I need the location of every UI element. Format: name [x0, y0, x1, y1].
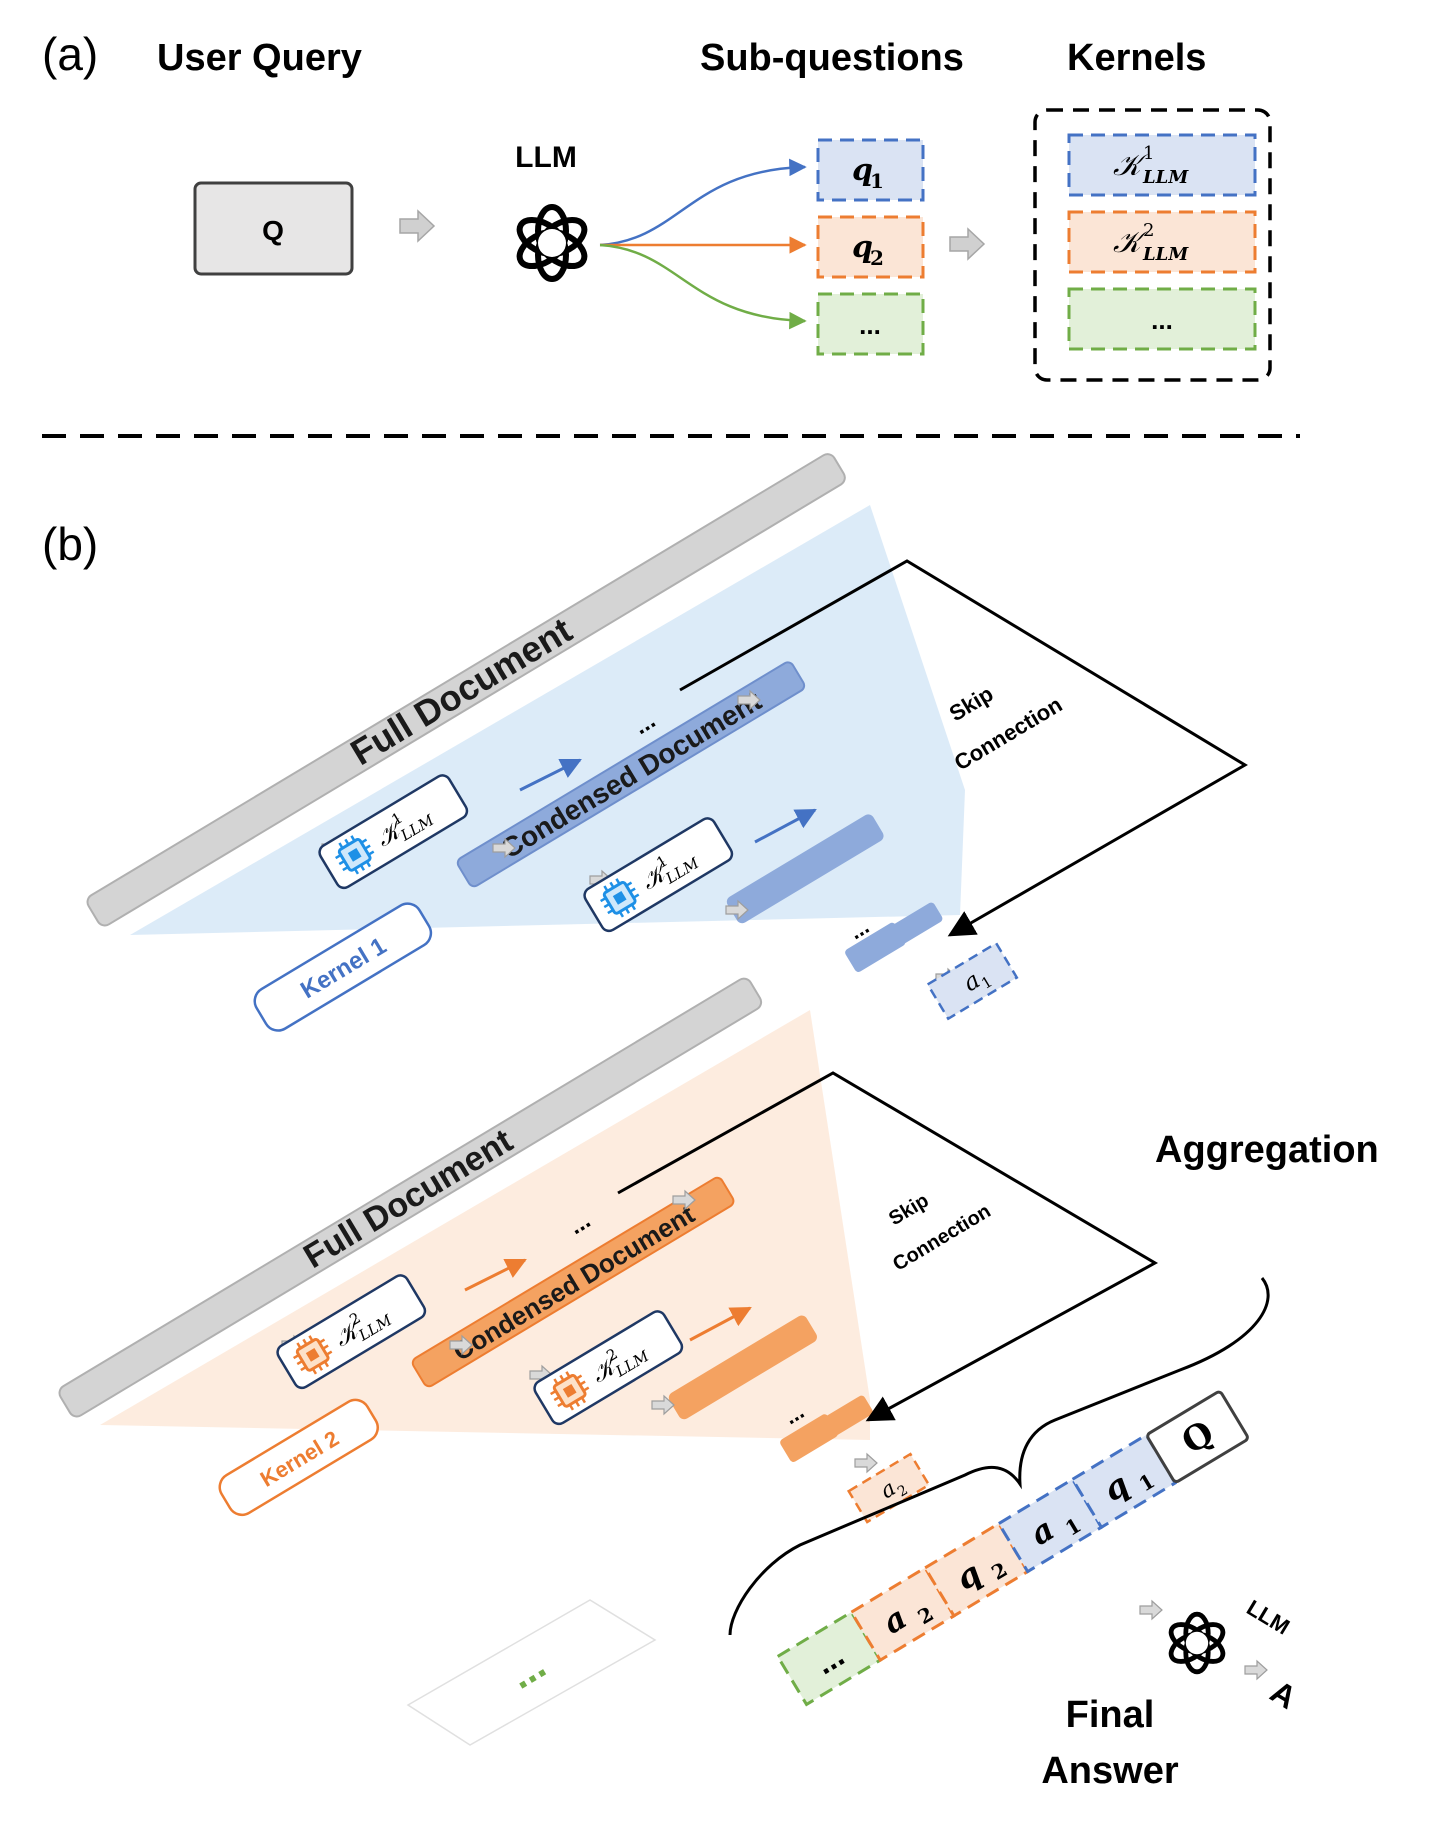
- small-arrow-icon: [854, 1453, 878, 1473]
- kernel-sup: 2: [1143, 220, 1154, 241]
- gray-arrow-icon: [949, 228, 985, 260]
- skip-connection-arrow: [679, 559, 1248, 937]
- subquestion-sub: 1: [870, 169, 884, 193]
- final-answer-line1: Final: [1066, 1694, 1155, 1736]
- gray-arrow-icon: [399, 210, 435, 242]
- subquestion-box: ...: [816, 292, 925, 356]
- small-arrow-icon: [1139, 1600, 1163, 1620]
- llm-label: LLM: [515, 141, 577, 174]
- aggregation-label: Aggregation: [1155, 1129, 1379, 1171]
- kernel-2-chip: 𝒦 2 LLM: [276, 1274, 427, 1390]
- kernel-ellipsis: ...: [1151, 305, 1173, 335]
- subquestion-base: q: [852, 153, 873, 188]
- subquestion-sub: 2: [870, 246, 884, 270]
- panel-a-label: (a): [42, 28, 98, 80]
- subquestion-base: q: [852, 230, 873, 265]
- user-query-heading: User Query: [157, 37, 362, 79]
- final-llm-label: LLM: [1242, 1595, 1294, 1640]
- subquestion-box: q2: [816, 215, 925, 279]
- kernel-2-block-a: [668, 1315, 817, 1420]
- skip-connection-arrow: [617, 1071, 1159, 1422]
- kernel-2-chip-2: 𝒦 2 LLM: [533, 1310, 684, 1426]
- kernel-sub: LLM: [1142, 244, 1189, 265]
- kernel-box: ...: [1067, 287, 1257, 351]
- flow-arrow-icon: [689, 1306, 752, 1342]
- kernels-heading: Kernels: [1067, 37, 1206, 79]
- kernel-2-pipeline: Full Document Condensed Document ... ...…: [58, 977, 1159, 1524]
- final-output: A: [1264, 1673, 1302, 1716]
- kernel-sub: LLM: [1142, 167, 1189, 188]
- subquestion-base: ...: [859, 310, 881, 340]
- flow-arrow-icon: [464, 1258, 527, 1292]
- aggregation-brace: [728, 1277, 1270, 1636]
- skip-connection-label-line1: Skip: [945, 681, 998, 726]
- panel-a: (a) User Query Sub-questions Kernels Q L…: [42, 28, 1272, 382]
- kernel-1-block-a: [726, 814, 884, 924]
- skip-connection-label-line1: Skip: [885, 1190, 933, 1231]
- query-box-label: Q: [262, 215, 284, 246]
- kernel-2-fan: [100, 1010, 870, 1440]
- panel-b-label: (b): [42, 518, 98, 570]
- subquestion-box: q1: [816, 138, 925, 202]
- kernel-1-pipeline: Full Document Condensed Document ... ...…: [86, 453, 1248, 1032]
- arrow-to-q-more: [599, 243, 807, 330]
- arrow-to-q1: [599, 158, 807, 247]
- answer-a1: a 1: [925, 941, 1019, 1021]
- kernel-2-block-b: [780, 1414, 838, 1462]
- kernel-1-block-c: [891, 902, 943, 945]
- flow-arrow-icon: [519, 758, 582, 792]
- small-arrow-icon: [1244, 1660, 1268, 1680]
- query-box: Q: [193, 181, 354, 276]
- final-answer-line2: Answer: [1041, 1750, 1178, 1792]
- answer-a2: a 2: [846, 1452, 931, 1524]
- kernels-container: [1033, 108, 1272, 382]
- subquestion-list: q1q2...: [816, 138, 925, 356]
- kernel-2-block-c: [823, 1395, 873, 1437]
- kernel-sup: 1: [1143, 143, 1154, 164]
- subquestions-heading: Sub-questions: [700, 37, 964, 79]
- sequence-item: ...: [775, 1610, 883, 1707]
- openai-logo-icon: [514, 207, 590, 279]
- more-kernels: ...: [406, 1599, 657, 1746]
- flow-arrow-icon: [754, 808, 817, 844]
- kernel-1-fan: [130, 505, 965, 935]
- kernel-1-block-b: [845, 922, 906, 972]
- final-openai-logo-icon: [1166, 1614, 1227, 1672]
- sequence-item: Q: [1146, 1390, 1249, 1483]
